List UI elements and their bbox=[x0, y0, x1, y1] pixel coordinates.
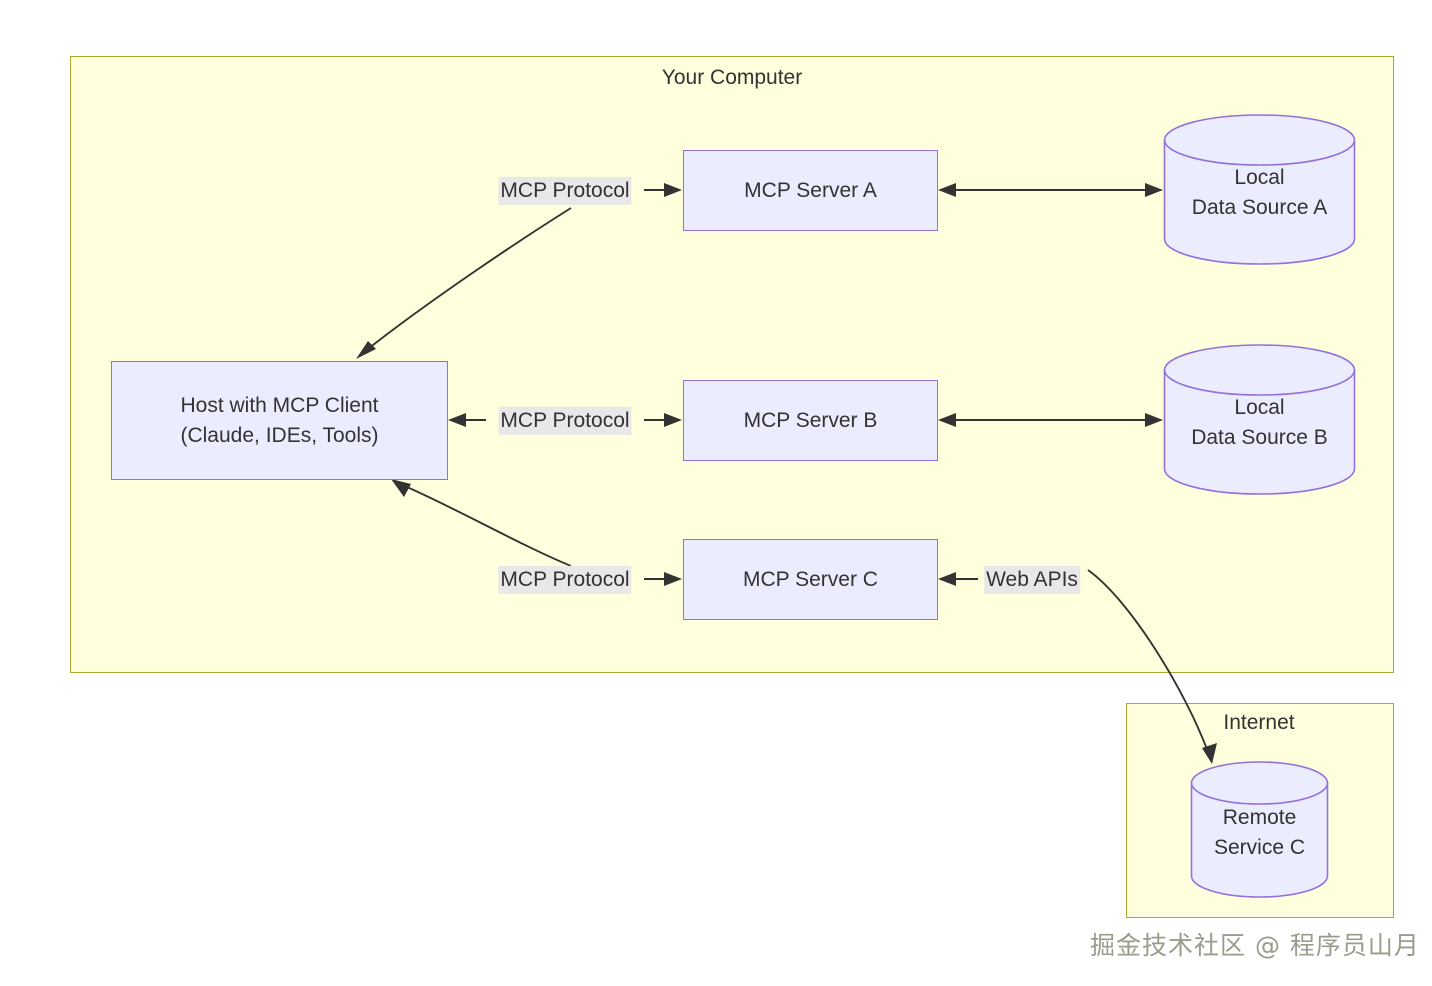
watermark: 掘金技术社区 @ 程序员山月 bbox=[1090, 931, 1420, 960]
node-host-line2: (Claude, IDEs, Tools) bbox=[180, 423, 379, 447]
cylinder-shape-b bbox=[1163, 344, 1356, 495]
node-mcp-server-c[interactable]: MCP Server C bbox=[683, 539, 938, 620]
edge-label-mcp-protocol-b: MCP Protocol bbox=[498, 406, 632, 436]
edge-label-web-apis: Web APIs bbox=[984, 565, 1080, 595]
edge-label-mcp-protocol-c: MCP Protocol bbox=[498, 565, 632, 595]
node-remote-service-c[interactable]: Remote Service C bbox=[1190, 761, 1329, 898]
node-mcp-server-b[interactable]: MCP Server B bbox=[683, 380, 938, 461]
node-host-line1: Host with MCP Client bbox=[180, 393, 379, 417]
node-mcp-server-a[interactable]: MCP Server A bbox=[683, 150, 938, 231]
cylinder-shape-a bbox=[1163, 114, 1356, 265]
cluster-your-computer-label: Your Computer bbox=[661, 66, 803, 89]
node-mcp-server-c-label: MCP Server C bbox=[743, 567, 878, 591]
node-mcp-server-a-label: MCP Server A bbox=[744, 178, 877, 202]
node-local-data-source-a[interactable]: Local Data Source A bbox=[1163, 113, 1356, 266]
node-host-with-mcp-client[interactable]: Host with MCP Client (Claude, IDEs, Tool… bbox=[111, 361, 448, 480]
cylinder-shape-c bbox=[1190, 761, 1329, 898]
cluster-internet-label: Internet bbox=[1223, 711, 1295, 734]
node-mcp-server-b-label: MCP Server B bbox=[743, 408, 878, 432]
node-local-data-source-b[interactable]: Local Data Source B bbox=[1163, 343, 1356, 496]
edge-label-mcp-protocol-a: MCP Protocol bbox=[498, 176, 632, 206]
